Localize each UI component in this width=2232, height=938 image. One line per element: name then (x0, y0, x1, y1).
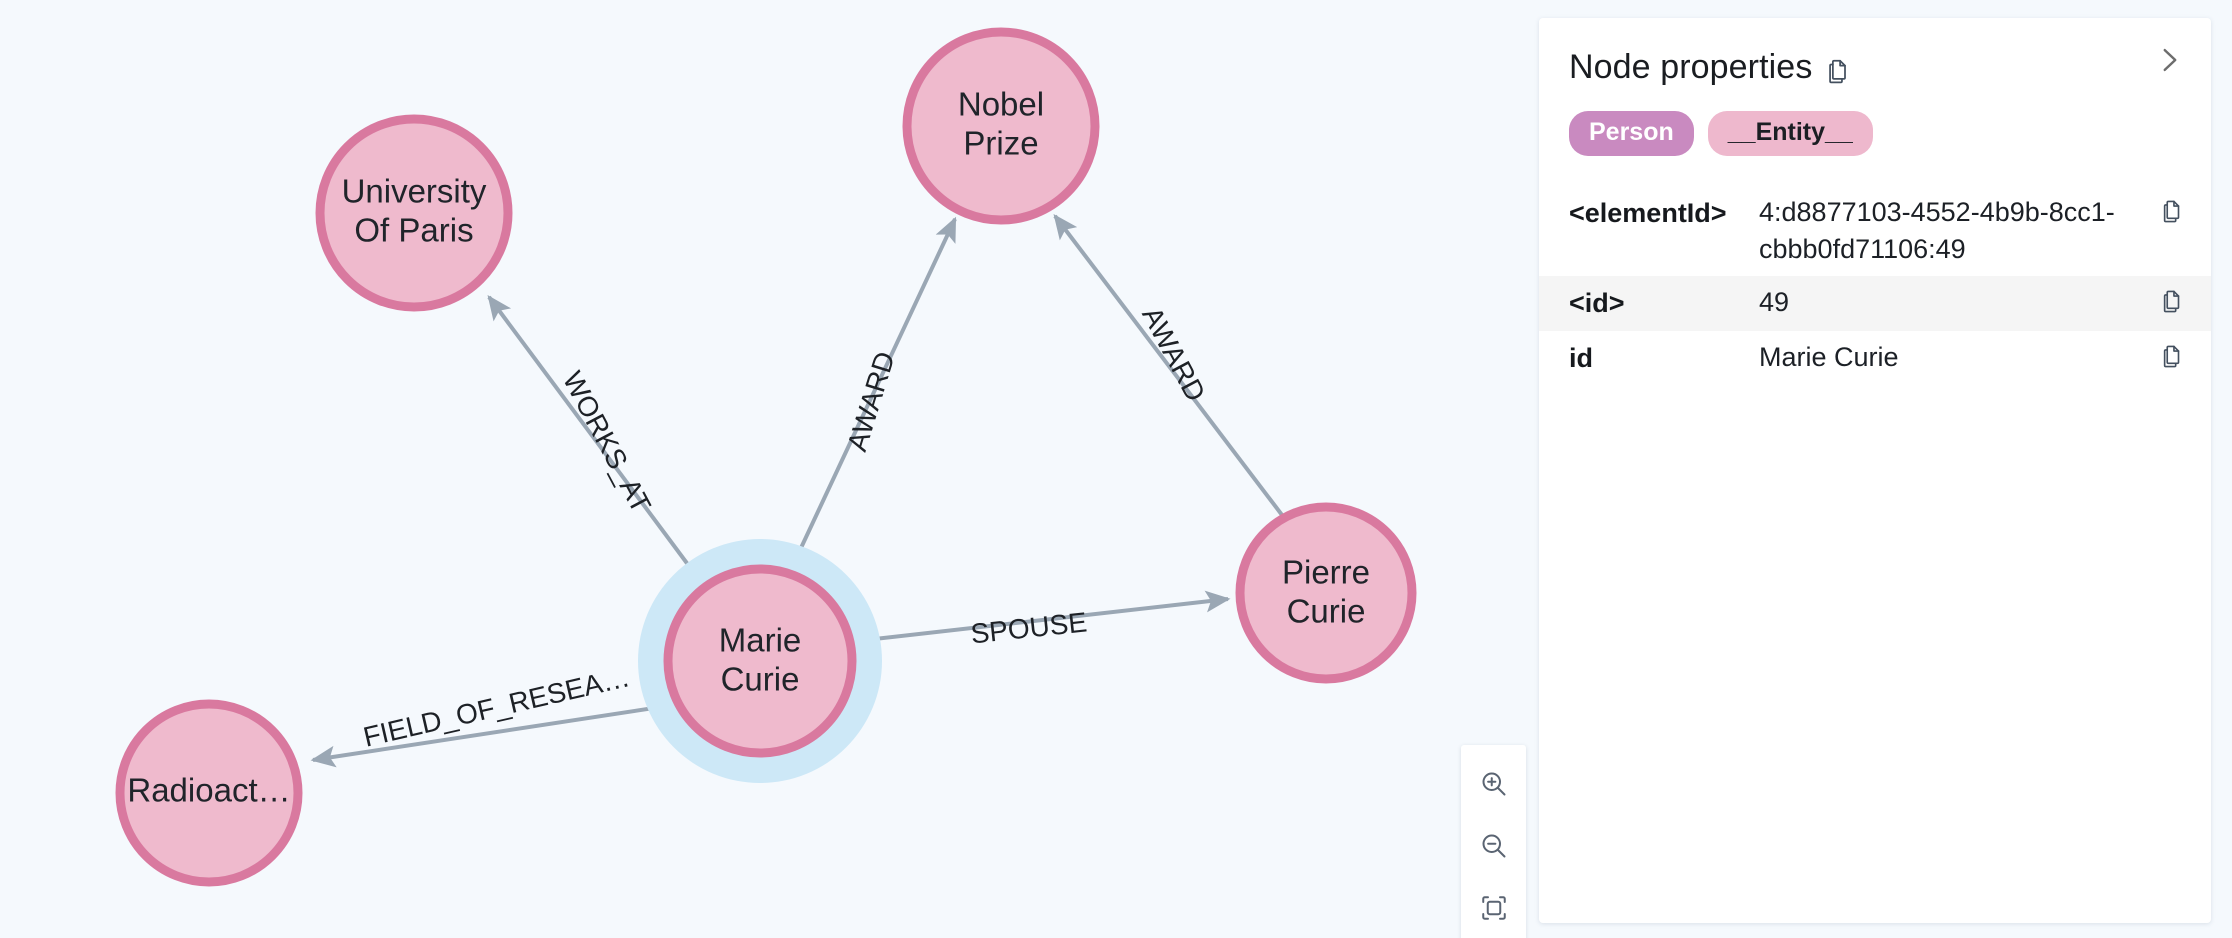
edge-award-pierre[interactable] (1053, 214, 1284, 517)
graph-edges (310, 214, 1284, 768)
copy-value-icon[interactable] (2155, 339, 2189, 369)
zoom-controls (1461, 745, 1526, 938)
edge-label-field-of-research: FIELD_OF_RESEA… (360, 661, 632, 752)
node-radioactivity[interactable]: Radioact… (115, 699, 303, 887)
collapse-panel-button[interactable] (2143, 34, 2195, 86)
edge-label-works-at: WORKS_AT (557, 366, 657, 517)
edge-label-award-pierre: AWARD (1136, 302, 1211, 407)
properties-table: <elementId> 4:d8877103-4552-4b9b-8cc1-cb… (1539, 186, 2211, 385)
property-key: id (1569, 342, 1593, 373)
edge-spouse[interactable] (856, 590, 1231, 643)
zoom-in-icon (1479, 769, 1509, 799)
node-university-of-paris[interactable]: University Of Paris (315, 114, 513, 312)
property-value: Marie Curie (1759, 341, 1899, 372)
copy-value-icon[interactable] (2155, 284, 2189, 314)
label-badge-person[interactable]: Person (1569, 111, 1694, 156)
property-key: <id> (1569, 288, 1625, 319)
page-title: Node properties (1569, 48, 1813, 86)
zoom-in-button[interactable] (1461, 753, 1526, 815)
graph-visualization[interactable]: University Of Paris Nobel Prize Marie Cu… (0, 0, 1539, 938)
node-labels: Person __Entity__ (1539, 87, 2211, 156)
node-properties-panel: Node properties Person __Entity__ <eleme… (1539, 18, 2211, 923)
property-row-id-internal: <id> 49 (1539, 276, 2211, 331)
property-row-id: id Marie Curie (1539, 331, 2211, 385)
graph-canvas[interactable]: University Of Paris Nobel Prize Marie Cu… (0, 0, 1539, 938)
label-badge-entity[interactable]: __Entity__ (1707, 111, 1873, 156)
node-pierre-curie[interactable]: Pierre Curie (1235, 502, 1417, 684)
zoom-out-button[interactable] (1461, 815, 1526, 877)
edge-field-of-research[interactable] (310, 704, 668, 768)
node-nobel-prize[interactable]: Nobel Prize (902, 27, 1100, 225)
fit-to-screen-icon (1479, 893, 1509, 923)
fit-to-screen-button[interactable] (1461, 877, 1526, 938)
panel-header: Node properties (1539, 18, 2211, 87)
property-value: 49 (1759, 287, 1790, 318)
edge-works-at[interactable] (487, 295, 694, 572)
property-row-elementid: <elementId> 4:d8877103-4552-4b9b-8cc1-cb… (1539, 186, 2211, 277)
edge-award-marie[interactable] (791, 216, 957, 566)
property-value: 4:d8877103-4552-4b9b-8cc1-cbbb0fd71106:4… (1759, 196, 2115, 264)
copy-all-properties-icon[interactable] (1824, 57, 1852, 85)
copy-value-icon[interactable] (2155, 194, 2189, 224)
node-marie-curie[interactable]: Marie Curie (638, 539, 882, 783)
zoom-out-icon (1479, 831, 1509, 861)
property-key: <elementId> (1569, 197, 1727, 228)
